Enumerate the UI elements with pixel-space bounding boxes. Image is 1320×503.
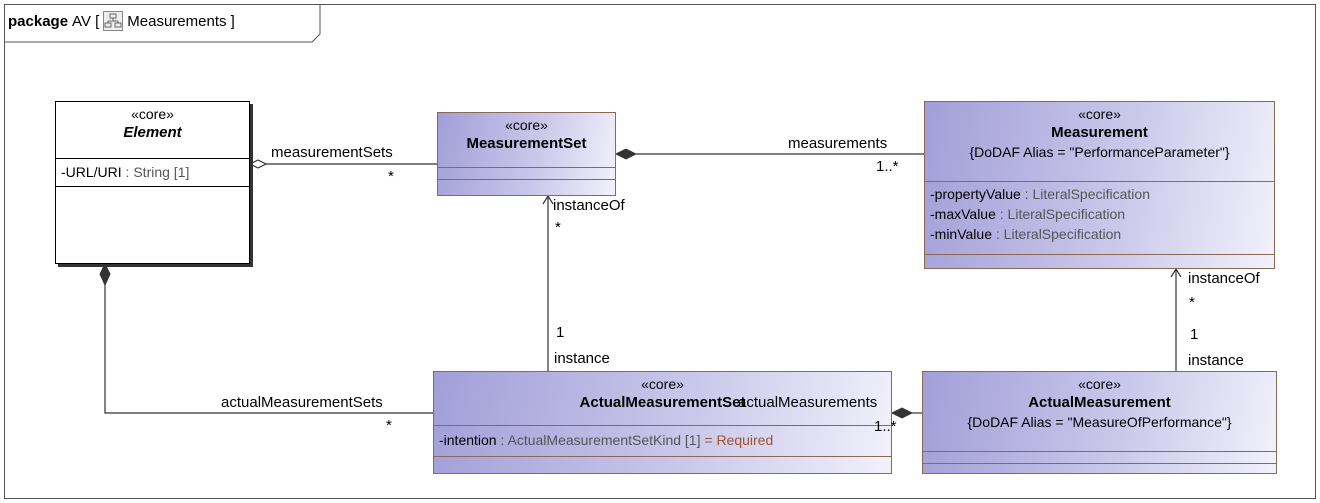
stereotype: «core» (505, 117, 548, 133)
mult-instance-set: 1 (556, 324, 565, 341)
role-instance-set: instance (554, 350, 610, 367)
composition-diamond-element (99, 262, 111, 287)
role-instanceof-set: instanceOf (553, 197, 625, 214)
aggregation-diamond (248, 159, 268, 169)
class-measurement[interactable]: «core» Measurement {DoDAF Alias = "Perfo… (924, 101, 1275, 269)
role-instanceof-measurement: instanceOf (1188, 270, 1260, 287)
attribute: -maxValue : LiteralSpecification (930, 206, 1126, 222)
attribute: -minValue : LiteralSpecification (930, 226, 1122, 242)
attribute: -propertyValue : LiteralSpecification (930, 186, 1150, 202)
class-name: Element (123, 124, 182, 141)
stereotype: «core» (1078, 106, 1121, 122)
stereotype: «core» (1078, 376, 1121, 392)
role-actualmeasurementsets: actualMeasurementSets (221, 394, 383, 411)
mult-instanceof-measurement: * (1189, 294, 1195, 311)
attribute: -URL/URI : String [1] (61, 164, 190, 180)
class-name: MeasurementSet (466, 135, 587, 152)
mult-actualmeasurementsets: * (386, 417, 392, 434)
package-frame (4, 4, 1316, 499)
attribute: -intention : ActualMeasurementSetKind [1… (439, 432, 774, 448)
class-name: ActualMeasurement (1028, 394, 1171, 411)
class-diagram-icon (103, 11, 124, 31)
role-measurementsets: measurementSets (271, 144, 393, 161)
class-element[interactable]: «core» Element -URL/URI : String [1] (55, 101, 250, 264)
stereotype: «core» (131, 106, 174, 122)
mult-measurements: 1..* (876, 158, 899, 175)
role-actualmeasurements: actualMeasurements (738, 394, 878, 411)
role-instance-measurement: instance (1188, 352, 1244, 369)
association-actualmeasurementsets (104, 285, 433, 414)
class-measurementset[interactable]: «core» MeasurementSet (437, 112, 616, 196)
stereotype: «core» (641, 376, 684, 392)
mult-actualmeasurements: 1..* (874, 418, 897, 435)
class-name: ActualMeasurementSet (579, 394, 746, 411)
class-actualmeasurementset[interactable]: «core» ActualMeasurementSet -intention :… (433, 371, 892, 474)
composition-diamond (614, 148, 638, 160)
frame-diagram-title: Measurements ] (127, 12, 235, 30)
frame-keyword: package (8, 12, 69, 30)
role-measurements: measurements (788, 135, 888, 152)
frame-title: package AV [ Measurements ] (8, 11, 235, 31)
mult-instance-measurement: 1 (1190, 326, 1199, 343)
mult-measurementsets: * (388, 168, 394, 185)
tagged-value: {DoDAF Alias = "PerformanceParameter"} (969, 144, 1230, 160)
class-actualmeasurement[interactable]: «core» ActualMeasurement {DoDAF Alias = … (922, 371, 1277, 474)
frame-tab-outline (4, 4, 321, 43)
mult-instanceof-set: * (555, 219, 561, 236)
frame-package-name: AV [ (72, 12, 100, 30)
composition-diamond-actual (890, 407, 914, 419)
class-name: Measurement (1051, 124, 1148, 141)
tagged-value: {DoDAF Alias = "MeasureOfPerformance"} (967, 414, 1232, 430)
